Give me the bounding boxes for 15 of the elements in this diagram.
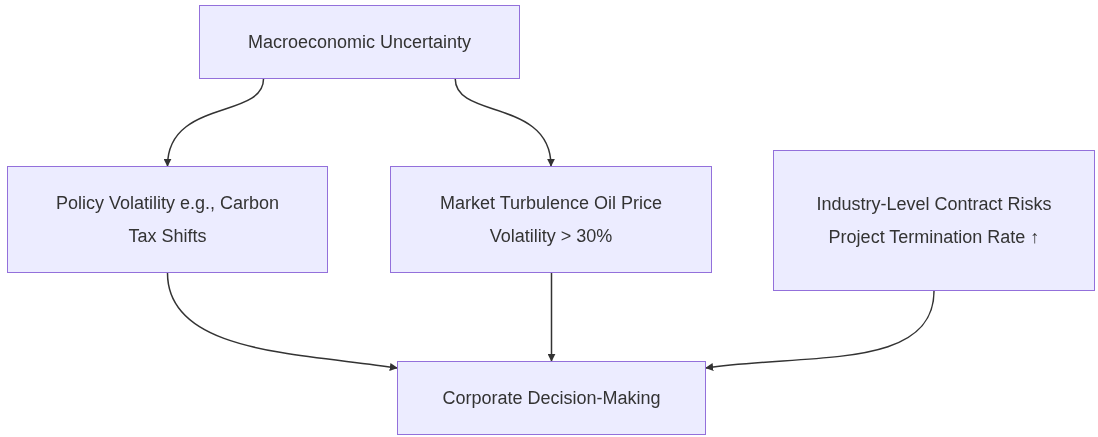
node-label: Corporate Decision-Making — [442, 386, 661, 410]
node-label: Industry-Level Contract Risks Project Termination Rate ↑ — [815, 192, 1053, 249]
arrow — [705, 290, 935, 372]
process-box — [397, 361, 706, 435]
node-label: Macroeconomic Uncertainty — [247, 30, 472, 54]
node-label: Policy Volatility e.g., Carbon Tax Shifts — [54, 191, 281, 248]
process-box — [7, 166, 328, 273]
arrow — [454, 78, 555, 167]
process-box — [390, 166, 712, 273]
arrow — [164, 78, 265, 167]
process-box — [773, 150, 1095, 291]
node-label: Market Turbulence Oil Price Volatility > 30% — [438, 191, 664, 248]
arrow — [547, 272, 556, 362]
arrow — [166, 272, 398, 371]
process-box — [199, 5, 520, 79]
